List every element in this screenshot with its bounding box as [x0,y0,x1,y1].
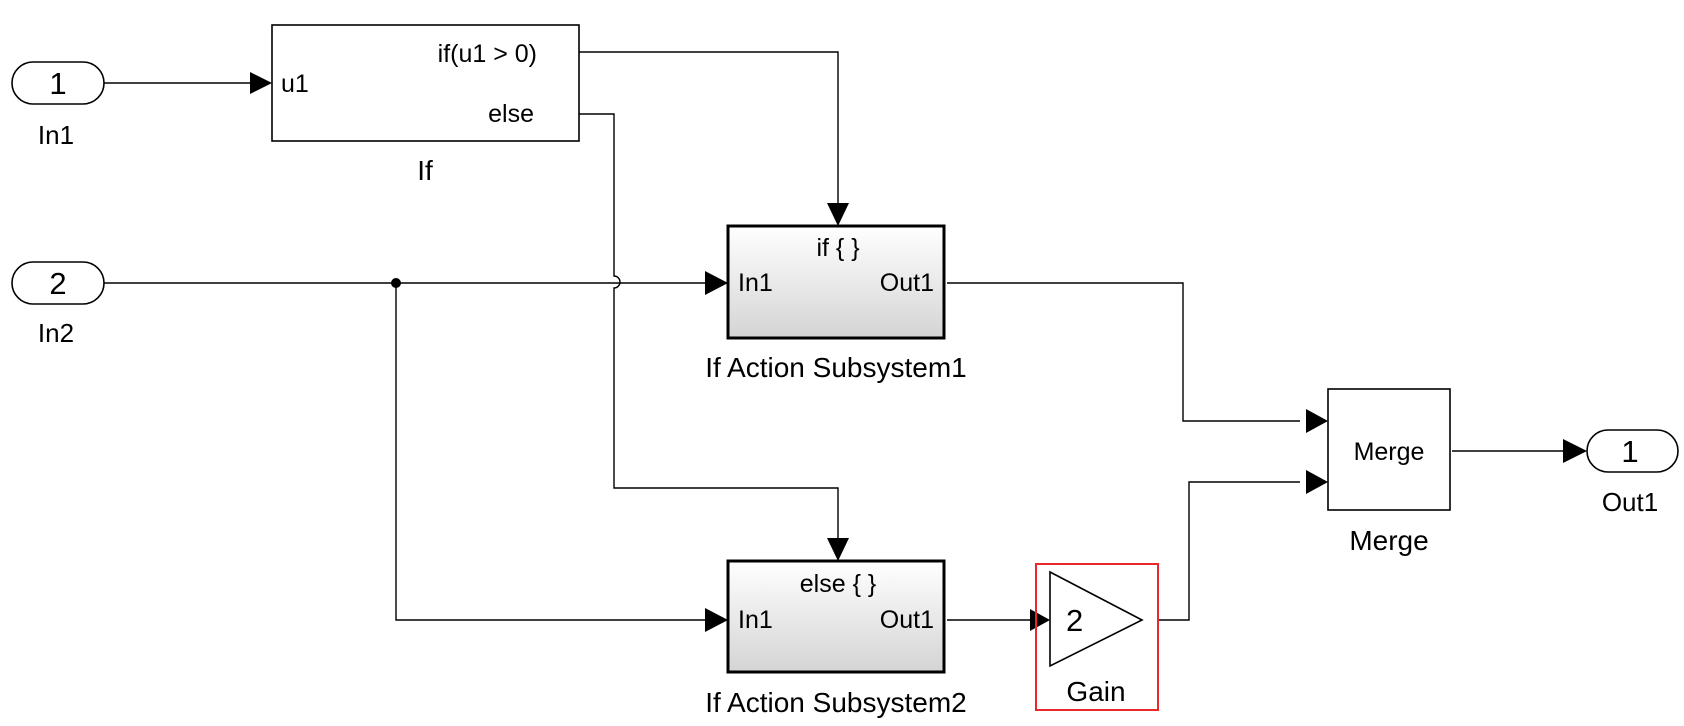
subsystem1-label: If Action Subsystem1 [705,352,966,383]
if-block-label: If [417,155,433,186]
if-block-if-condition: if(u1 > 0) [438,40,537,68]
subsystem2-in-port: In1 [738,606,773,634]
arrow-gain-in [1030,609,1050,631]
inport-in1-label: In1 [38,120,74,150]
if-action-subsystem2[interactable]: else { } In1 Out1 If Action Subsystem2 [705,559,967,718]
subsystem1-out-port: Out1 [880,269,934,297]
subsystem2-header: else { } [800,570,876,598]
merge-block[interactable]: Merge Merge [1327,388,1451,556]
inport-in2-number: 2 [49,266,66,301]
inport-in1-number: 1 [49,66,66,101]
if-block[interactable]: u1 if(u1 > 0) else If [271,24,580,186]
line-in2-branch-to-sub2[interactable] [395,283,705,621]
outport-out1-number: 1 [1621,434,1638,469]
if-block-else-condition: else [488,100,534,128]
line-if-to-sub1[interactable] [579,51,839,205]
arrow-sub2-action [827,538,849,561]
arrow-sub2-in [705,608,728,632]
merge-block-label: Merge [1349,525,1428,556]
merge-block-inner-label: Merge [1354,438,1425,466]
subsystem1-header: if { } [816,234,859,262]
arrow-merge-in2 [1306,470,1328,494]
subsystem2-out-port: Out1 [880,606,934,634]
arrow-if-u1 [250,72,272,94]
arrow-out1-in [1563,439,1587,463]
inport-in1[interactable]: 1 In1 [11,61,105,150]
arrow-sub1-action [827,203,849,226]
subsystem2-label: If Action Subsystem2 [705,687,966,718]
line-sub1-to-merge[interactable] [947,282,1300,422]
gain-block[interactable]: 2 Gain [1035,563,1159,711]
if-action-subsystem1[interactable]: if { } In1 Out1 If Action Subsystem1 [705,224,967,383]
signal-lines [104,51,1565,621]
inport-in2[interactable]: 2 In2 [11,261,105,348]
gain-label: Gain [1066,676,1125,707]
gain-value: 2 [1066,603,1083,638]
if-block-input-label: u1 [281,70,309,98]
outport-out1[interactable]: 1 Out1 [1586,429,1679,517]
gain-selection-highlight [1035,563,1159,711]
line-gain-to-merge[interactable] [1158,481,1300,621]
subsystem1-in-port: In1 [738,269,773,297]
arrow-merge-in1 [1306,409,1328,433]
inport-in2-label: In2 [38,318,74,348]
arrow-sub1-in [705,271,728,295]
branch-point [391,278,401,288]
outport-out1-label: Out1 [1602,487,1658,517]
